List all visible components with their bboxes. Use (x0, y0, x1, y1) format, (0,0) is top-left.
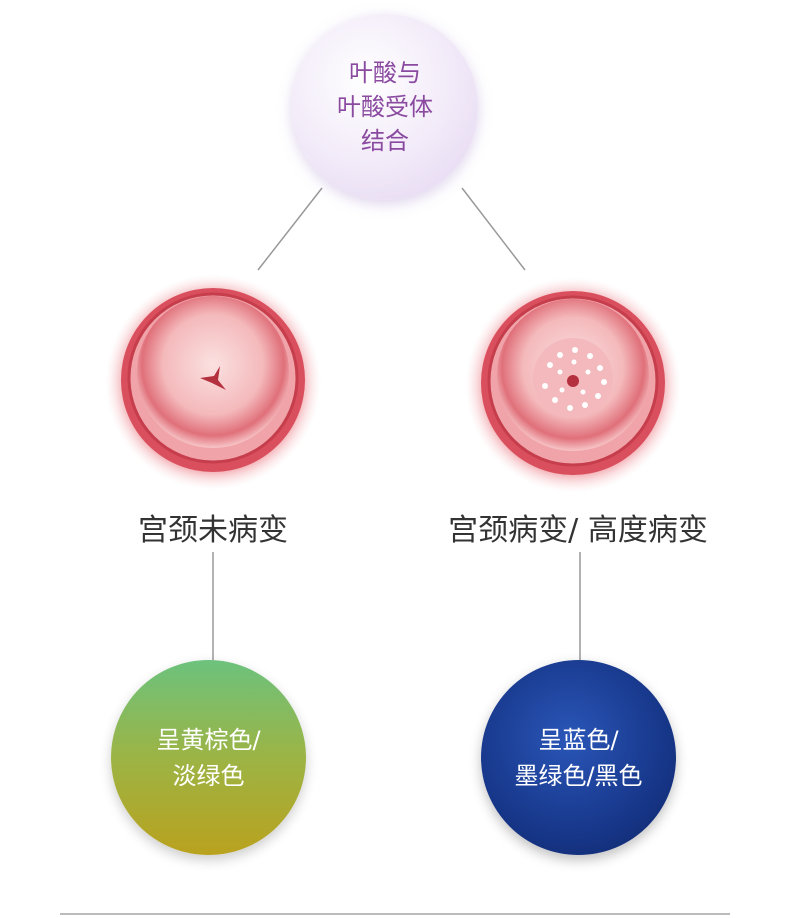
normal-cervix-label: 宫颈未病变 (138, 513, 288, 548)
connector-top-right (461, 187, 526, 271)
top-node-line1: 叶酸与 (349, 59, 421, 87)
lesion-cervix-label: 宫颈病变/ 高度病变 (448, 513, 708, 548)
left-result-line1: 呈黄棕色/ (156, 725, 261, 754)
top-node-line3: 结合 (361, 127, 409, 155)
folate-binding-node: 叶酸与 叶酸受体 结合 (292, 14, 478, 200)
connector-top-left (257, 187, 323, 271)
left-result-line2: 淡绿色 (172, 761, 245, 790)
right-result-node: 呈蓝色/ 墨绿色/黑色 (481, 660, 676, 855)
lesion-cervix-illustration (465, 277, 681, 493)
right-result-line1: 呈蓝色/ (538, 725, 619, 754)
left-result-node: 呈黄棕色/ 淡绿色 (111, 660, 306, 855)
right-result-line2: 墨绿色/黑色 (514, 761, 643, 790)
normal-cervix-illustration (105, 274, 321, 490)
top-node-line2: 叶酸受体 (337, 93, 433, 121)
